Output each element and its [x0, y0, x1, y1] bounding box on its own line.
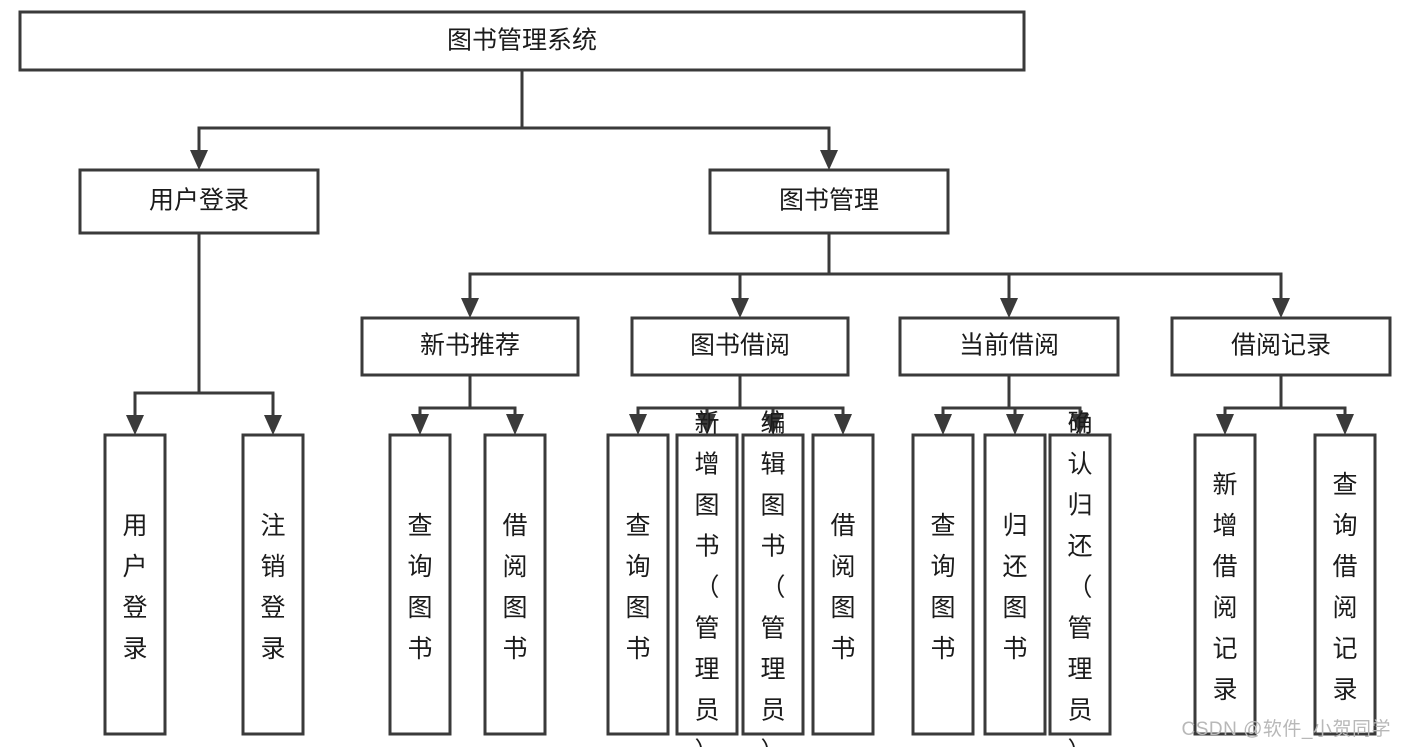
node-leaf-query-book-3-label: 查询图书: [930, 512, 955, 663]
node-user-login-box[interactable]: [78, 168, 320, 235]
node-leaf-confirm-return[interactable]: 确认归还（管理员）: [1048, 409, 1112, 747]
node-leaf-query-book-1-box[interactable]: [388, 433, 452, 736]
node-borrow-record[interactable]: 借阅记录: [1170, 316, 1392, 377]
node-leaf-edit-book[interactable]: 编辑图书（管理员）: [741, 409, 805, 747]
arrow-head-icon: [126, 415, 144, 435]
arrow-head-icon: [506, 414, 524, 435]
node-leaf-query-book-2-box[interactable]: [606, 433, 670, 736]
arrow-head-icon: [1336, 414, 1354, 435]
node-leaf-borrow-book-1[interactable]: 借阅图书: [483, 433, 547, 736]
node-leaf-query-book-3[interactable]: 查询图书: [911, 433, 975, 736]
node-new-book-rec[interactable]: 新书推荐: [360, 316, 580, 377]
node-leaf-user-login-box[interactable]: [103, 433, 167, 736]
node-root[interactable]: 图书管理系统: [18, 10, 1026, 72]
node-new-book-rec-box[interactable]: [360, 316, 580, 377]
arrow-head-icon: [190, 150, 208, 170]
node-leaf-user-login[interactable]: 用户登录: [103, 433, 167, 736]
node-leaf-borrow-book-2[interactable]: 借阅图书: [811, 433, 875, 736]
node-leaf-add-record-label: 新增借阅记录: [1212, 471, 1237, 704]
node-leaf-borrow-book-2-label: 借阅图书: [830, 512, 855, 663]
arrow-head-icon: [1006, 414, 1024, 435]
node-root-box[interactable]: [18, 10, 1026, 72]
node-leaf-query-record-label: 查询借阅记录: [1332, 471, 1357, 704]
node-user-login[interactable]: 用户登录: [78, 168, 320, 235]
arrow-head-icon: [1216, 414, 1234, 435]
node-leaf-query-book-3-box[interactable]: [911, 433, 975, 736]
node-leaf-user-login-label: 用户登录: [122, 512, 147, 663]
arrow-head-icon: [1272, 298, 1290, 318]
arrow-head-icon: [934, 414, 952, 435]
node-current-borrow-box[interactable]: [898, 316, 1120, 377]
edges-layer: [126, 68, 1354, 435]
node-leaf-borrow-book-1-box[interactable]: [483, 433, 547, 736]
node-leaf-user-logout-label: 注销登录: [260, 512, 285, 663]
arrow-head-icon: [731, 298, 749, 318]
node-leaf-query-book-2-label: 查询图书: [625, 512, 650, 663]
csdn-watermark: CSDN @软件_小贺同学: [1181, 719, 1391, 740]
node-book-borrow[interactable]: 图书借阅: [630, 316, 850, 377]
node-leaf-borrow-book-1-label: 借阅图书: [502, 512, 527, 663]
node-root-label: 图书管理系统: [447, 27, 597, 55]
node-leaf-borrow-book-2-box[interactable]: [811, 433, 875, 736]
arrow-head-icon: [1000, 298, 1018, 318]
node-leaf-confirm-return-label: 确认归还（管理员）: [1067, 409, 1092, 747]
node-borrow-record-label: 借阅记录: [1231, 332, 1331, 360]
node-book-manage-label: 图书管理: [779, 187, 879, 215]
node-book-manage-box[interactable]: [708, 168, 950, 235]
arrow-head-icon: [264, 415, 282, 435]
arrow-head-icon: [461, 298, 479, 318]
node-leaf-return-book-box[interactable]: [983, 433, 1047, 736]
node-leaf-user-logout-box[interactable]: [241, 433, 305, 736]
node-leaf-add-book-label: 新增图书（管理员）: [694, 409, 719, 747]
node-leaf-query-record-box2[interactable]: [1313, 433, 1377, 736]
arrow-head-icon: [1071, 414, 1089, 435]
arrow-head-icon: [411, 414, 429, 435]
node-leaf-edit-book-label: 编辑图书（管理员）: [760, 409, 785, 747]
node-borrow-record-box[interactable]: [1170, 316, 1392, 377]
node-leaf-user-logout[interactable]: 注销登录: [241, 433, 305, 736]
node-leaf-query-book-1[interactable]: 查询图书: [388, 433, 452, 736]
node-book-borrow-box[interactable]: [630, 316, 850, 377]
node-new-book-rec-label: 新书推荐: [420, 332, 520, 360]
node-leaf-query-book-2[interactable]: 查询图书: [606, 433, 670, 736]
node-leaf-add-book[interactable]: 新增图书（管理员）: [675, 409, 739, 747]
node-current-borrow[interactable]: 当前借阅: [898, 316, 1120, 377]
node-leaf-return-book-label: 归还图书: [1002, 512, 1027, 663]
node-leaf-add-record[interactable]: 新增借阅记录: [1193, 433, 1257, 736]
node-leaf-edit-book-box[interactable]: [741, 433, 805, 736]
arrow-head-icon: [820, 150, 838, 170]
node-leaf-query-record[interactable]: 查询借阅记录: [1313, 433, 1377, 736]
node-leaf-add-record-box[interactable]: [1193, 433, 1257, 736]
node-leaf-confirm-return-box[interactable]: [1048, 433, 1112, 736]
arrow-head-icon: [629, 414, 647, 435]
node-leaf-add-book-box[interactable]: [675, 433, 739, 736]
node-leaf-return-book[interactable]: 归还图书: [983, 433, 1047, 736]
arrow-head-icon: [698, 414, 716, 435]
arrow-head-icon: [834, 414, 852, 435]
node-current-borrow-label: 当前借阅: [959, 332, 1059, 360]
node-book-borrow-label: 图书借阅: [690, 332, 790, 360]
arrow-head-icon: [764, 414, 782, 435]
node-leaf-query-book-1-label: 查询图书: [407, 512, 432, 663]
node-user-login-label: 用户登录: [149, 187, 249, 215]
node-book-manage[interactable]: 图书管理: [708, 168, 950, 235]
